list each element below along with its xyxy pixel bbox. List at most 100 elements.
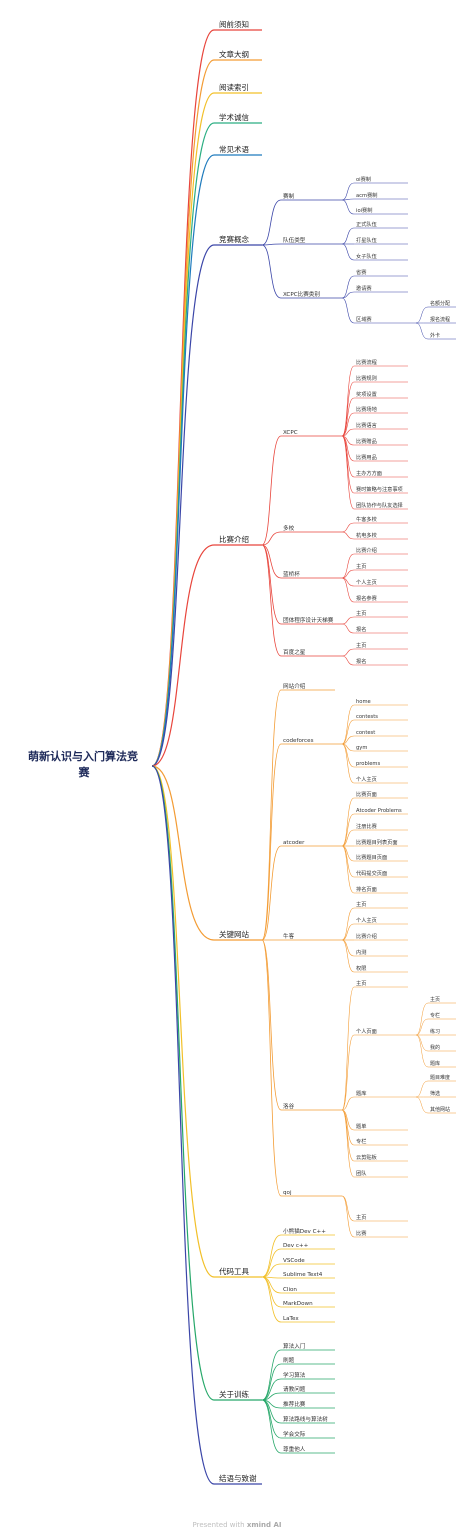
subtopic-6-1[interactable]: 多校 <box>283 524 295 532</box>
leaf-7-4-5[interactable]: 云剪贴板 <box>356 1153 378 1161</box>
subtopic-8-2[interactable]: VSCode <box>283 1258 305 1264</box>
leaf-6-0-1[interactable]: 比赛规则 <box>356 374 377 382</box>
subtopic-9-2[interactable]: 学习算法 <box>283 1371 306 1379</box>
subtopic-9-5[interactable]: 算法路线与算法树 <box>283 1415 328 1423</box>
leaf-7-1-0[interactable]: home <box>356 699 371 705</box>
leaf-5-2-0[interactable]: 省赛 <box>356 268 367 276</box>
subtopic-9-4[interactable]: 推荐比赛 <box>283 1400 306 1408</box>
leaf-7-3-3[interactable]: 内测 <box>356 948 366 956</box>
leaf-6-2-3[interactable]: 报名参赛 <box>356 594 378 602</box>
leaf-7-4-6[interactable]: 团队 <box>356 1169 367 1177</box>
leaf-7-4-2-1[interactable]: 筛选 <box>430 1090 440 1097</box>
subtopic-6-3[interactable]: 团体程序设计天梯赛 <box>283 616 334 624</box>
leaf-5-2-2[interactable]: 区域赛 <box>356 315 372 323</box>
subtopic-6-0[interactable]: XCPC <box>283 430 298 436</box>
leaf-6-0-6[interactable]: 比赛用品 <box>356 453 377 461</box>
leaf-7-5-0[interactable]: 主页 <box>356 1213 366 1221</box>
leaf-6-0-4[interactable]: 比赛语言 <box>356 421 377 429</box>
leaf-5-0-2[interactable]: ioi赛制 <box>356 206 372 214</box>
subtopic-5-0[interactable]: 赛制 <box>283 192 295 200</box>
topic-3[interactable]: 学术诚信 <box>219 112 249 122</box>
leaf-7-2-4[interactable]: 比赛题目页面 <box>356 853 387 861</box>
leaf-7-4-3[interactable]: 题单 <box>356 1122 366 1130</box>
leaf-7-4-1-1[interactable]: 专栏 <box>430 1012 440 1019</box>
subtopic-9-6[interactable]: 学会交际 <box>283 1430 306 1438</box>
leaf-5-1-2[interactable]: 女子队伍 <box>356 252 377 260</box>
subtopic-7-3[interactable]: 牛客 <box>283 932 295 940</box>
subtopic-9-7[interactable]: 尊重他人 <box>283 1445 306 1453</box>
leaf-7-2-1[interactable]: Atcoder Problems <box>356 808 402 814</box>
leaf-6-3-1[interactable]: 报名 <box>356 625 366 633</box>
leaf-7-1-2[interactable]: contest <box>356 730 375 736</box>
leaf-6-0-2[interactable]: 奖项设置 <box>356 390 377 398</box>
leaf-5-2-2-1[interactable]: 报名流程 <box>430 316 450 323</box>
subtopic-9-1[interactable]: 刷题 <box>283 1356 295 1364</box>
leaf-6-0-5[interactable]: 比赛赠品 <box>356 437 377 445</box>
root-topic-line2[interactable]: 赛 <box>78 765 91 779</box>
leaf-6-0-7[interactable]: 主办方方面 <box>356 469 382 477</box>
leaf-7-3-0[interactable]: 主页 <box>356 900 366 908</box>
leaf-7-1-1[interactable]: contests <box>356 714 378 720</box>
leaf-5-0-0[interactable]: oi赛制 <box>356 175 371 183</box>
leaf-6-2-1[interactable]: 主页 <box>356 562 366 570</box>
leaf-7-3-1[interactable]: 个人主页 <box>356 916 377 924</box>
subtopic-8-4[interactable]: Clion <box>283 1287 297 1293</box>
leaf-7-3-4[interactable]: 权限 <box>356 964 366 972</box>
subtopic-7-4[interactable]: 洛谷 <box>283 1102 295 1110</box>
leaf-7-5-1[interactable]: 比赛 <box>356 1229 367 1237</box>
leaf-5-2-1[interactable]: 邀请赛 <box>356 284 372 292</box>
topic-9[interactable]: 关于训练 <box>219 1389 249 1399</box>
subtopic-9-3[interactable]: 请教问题 <box>283 1385 306 1393</box>
leaf-7-4-1-4[interactable]: 题库 <box>430 1060 440 1067</box>
leaf-7-2-2[interactable]: 注册比赛 <box>356 822 378 830</box>
leaf-7-4-1-2[interactable]: 练习 <box>430 1028 440 1035</box>
topic-2[interactable]: 阅读索引 <box>219 82 249 92</box>
leaf-6-1-1[interactable]: 杭电多校 <box>356 531 377 539</box>
subtopic-8-1[interactable]: Dev c++ <box>283 1243 309 1249</box>
topic-6[interactable]: 比赛介绍 <box>219 534 249 544</box>
subtopic-5-2[interactable]: XCPC比赛类别 <box>283 290 320 298</box>
leaf-7-4-2-0[interactable]: 题目难度 <box>430 1074 450 1081</box>
subtopic-8-3[interactable]: Sublime Text4 <box>283 1272 323 1278</box>
leaf-6-2-2[interactable]: 个人主页 <box>356 578 377 586</box>
leaf-7-1-3[interactable]: gym <box>356 745 367 751</box>
leaf-7-2-6[interactable]: 排名页面 <box>356 885 377 893</box>
leaf-6-2-0[interactable]: 比赛介绍 <box>356 546 377 554</box>
leaf-7-4-2-2[interactable]: 其他网站 <box>430 1106 450 1113</box>
subtopic-8-0[interactable]: 小熊猫Dev C++ <box>283 1227 326 1235</box>
leaf-6-4-0[interactable]: 主页 <box>356 641 366 649</box>
leaf-6-0-9[interactable]: 团队协作与队友选择 <box>356 501 404 509</box>
leaf-7-2-3[interactable]: 比赛题目列表页面 <box>356 838 398 846</box>
leaf-7-4-1[interactable]: 个人页面 <box>356 1028 377 1035</box>
leaf-6-0-3[interactable]: 比赛场地 <box>356 405 377 413</box>
leaf-5-2-2-2[interactable]: 外卡 <box>430 332 440 339</box>
root-topic[interactable]: 萌新认识与入门算法竞 <box>28 749 138 763</box>
topic-1[interactable]: 文章大纲 <box>219 49 249 59</box>
topic-4[interactable]: 常见术语 <box>219 144 249 154</box>
subtopic-7-5[interactable]: qoj <box>283 1190 292 1196</box>
subtopic-7-0[interactable]: 网站介绍 <box>283 682 306 690</box>
subtopic-5-1[interactable]: 队伍类型 <box>283 236 306 244</box>
leaf-6-0-0[interactable]: 比赛流程 <box>356 358 377 366</box>
leaf-6-4-1[interactable]: 报名 <box>356 657 366 665</box>
leaf-7-2-0[interactable]: 比赛页面 <box>356 790 377 798</box>
subtopic-6-4[interactable]: 百度之星 <box>283 648 306 656</box>
leaf-5-1-0[interactable]: 正式队伍 <box>356 220 377 228</box>
leaf-5-1-1[interactable]: 打星队伍 <box>356 236 377 244</box>
leaf-6-0-8[interactable]: 赛时策略与注意事项 <box>356 485 403 493</box>
leaf-7-2-5[interactable]: 代码提交页面 <box>356 869 387 877</box>
leaf-7-4-1-3[interactable]: 我的 <box>430 1044 440 1051</box>
topic-5[interactable]: 竞赛概念 <box>219 234 249 244</box>
topic-0[interactable]: 阅前须知 <box>219 19 249 29</box>
leaf-7-4-2[interactable]: 题库 <box>356 1089 366 1097</box>
leaf-5-0-1[interactable]: acm赛制 <box>356 191 377 199</box>
leaf-6-1-0[interactable]: 牛客多校 <box>356 515 377 523</box>
leaf-7-1-5[interactable]: 个人主页 <box>356 775 377 783</box>
subtopic-7-1[interactable]: codeforces <box>283 738 314 744</box>
topic-8[interactable]: 代码工具 <box>219 1266 249 1276</box>
subtopic-8-6[interactable]: LaTex <box>283 1316 299 1322</box>
subtopic-8-5[interactable]: MarkDown <box>283 1301 313 1307</box>
subtopic-9-0[interactable]: 算法入门 <box>283 1342 306 1350</box>
leaf-7-4-0[interactable]: 主页 <box>356 979 366 987</box>
leaf-7-4-4[interactable]: 专栏 <box>356 1137 366 1145</box>
